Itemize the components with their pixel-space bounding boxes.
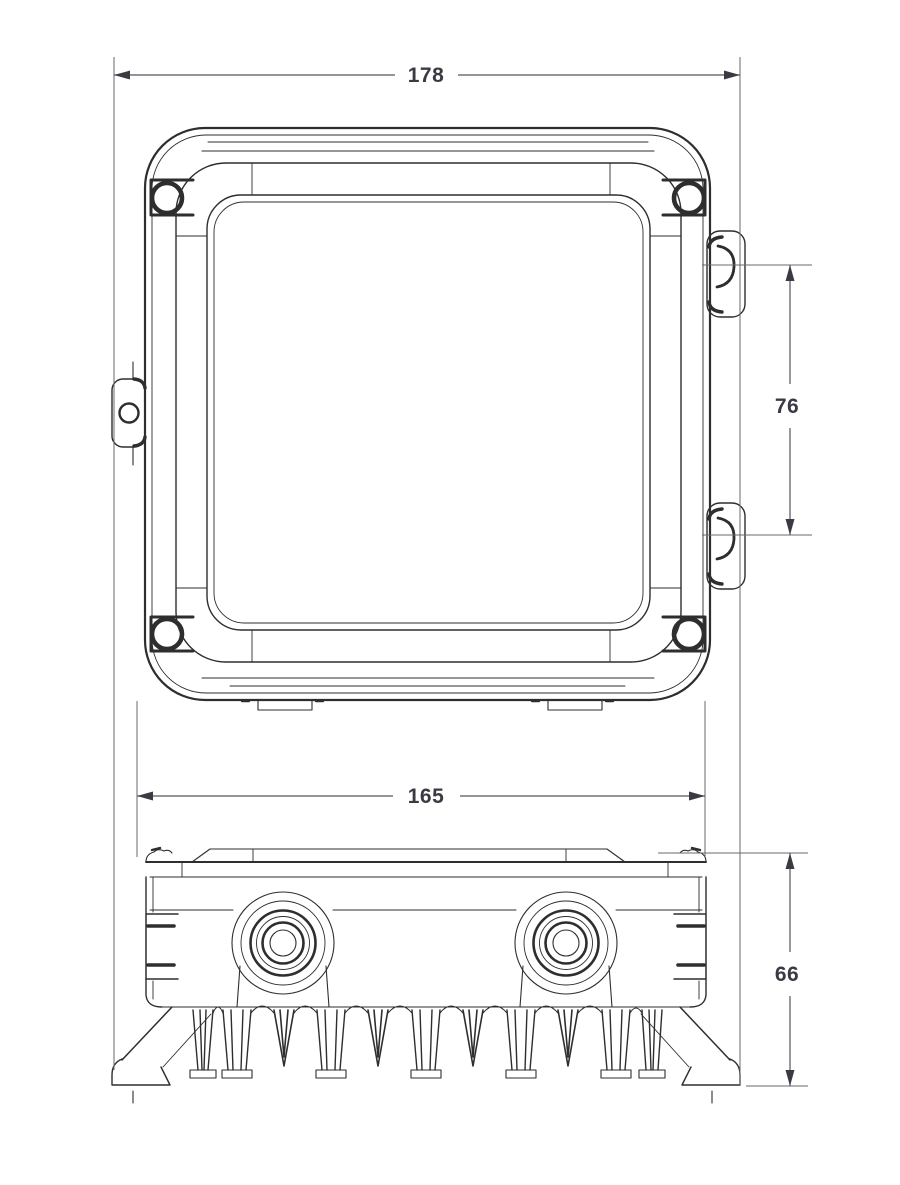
corner-screw-bottom-left [149,616,185,652]
dimension-body-depth-66: 66 [658,852,808,1087]
cable-gland-right [514,891,618,1008]
extension-lines-66 [658,852,808,1087]
ring-ticks-sides [175,235,682,589]
arrowhead-down-66 [785,1070,795,1086]
dim-value-body-width: 165 [408,785,445,808]
tab-hole-left [118,402,140,424]
mount-tab-left [111,361,147,466]
housing-outline [143,126,712,702]
ring-ticks-top-bottom [251,162,611,663]
tab-hook-upper [715,244,736,289]
screw-bracket-bottom-right [661,615,707,653]
fin-arches [212,1005,643,1014]
arrowhead-right-165 [689,791,705,801]
lens-frame-inner [206,194,651,631]
lens-frame-outer [175,162,682,663]
heatsink-fins [189,1005,666,1079]
body-side-left [145,876,163,1008]
arrowhead-right [724,70,740,80]
mount-tab-right-lower [706,502,746,590]
arrowhead-up-76 [785,265,795,281]
cable-gland-left [231,891,335,1008]
housing-inner-edge [151,134,704,694]
bracket-leg-right [640,1006,741,1086]
corner-bump-left [145,849,173,863]
dim-value-overall-width: 178 [408,64,445,87]
dim-value-slot-spacing: 76 [775,395,799,418]
arrowhead-left [114,70,130,80]
corner-screw-bottom-right [671,616,707,652]
dim-value-body-depth: 66 [775,963,799,986]
arrowhead-left-165 [137,791,153,801]
bottom-view [111,846,741,1104]
dimension-body-width-165: 165 [136,701,706,857]
bracket-clip-left [145,913,179,980]
screw-bracket-top-left [149,178,195,217]
bottom-face-band [201,677,655,687]
bottom-tab-right [547,699,603,711]
extension-lines-165 [136,701,706,857]
bracket-foot-left [111,1058,171,1086]
front-view [111,126,746,711]
screw-bracket-top-right [661,178,707,217]
bottom-tab-left [257,699,313,711]
tab-hook-lower [715,516,736,561]
foot-center-marks [132,1090,713,1104]
dimension-slot-spacing-76: 76 [702,264,812,536]
extension-lines-76 [702,264,812,536]
dimension-overall-width-178: 178 [113,57,741,1086]
arrowhead-up-66 [785,853,795,869]
mount-tab-right-upper [706,230,746,318]
lens-edge [213,201,644,624]
corner-bump-right [679,849,707,863]
bracket-leg-left [111,1006,212,1086]
arrowhead-down-76 [785,519,795,535]
bracket-clip-right [673,913,707,980]
bracket-foot-right [681,1058,741,1086]
top-face-band [201,141,655,152]
screw-bracket-bottom-left [149,615,195,653]
raised-top-face [191,848,626,863]
body-side-right [689,876,707,1008]
